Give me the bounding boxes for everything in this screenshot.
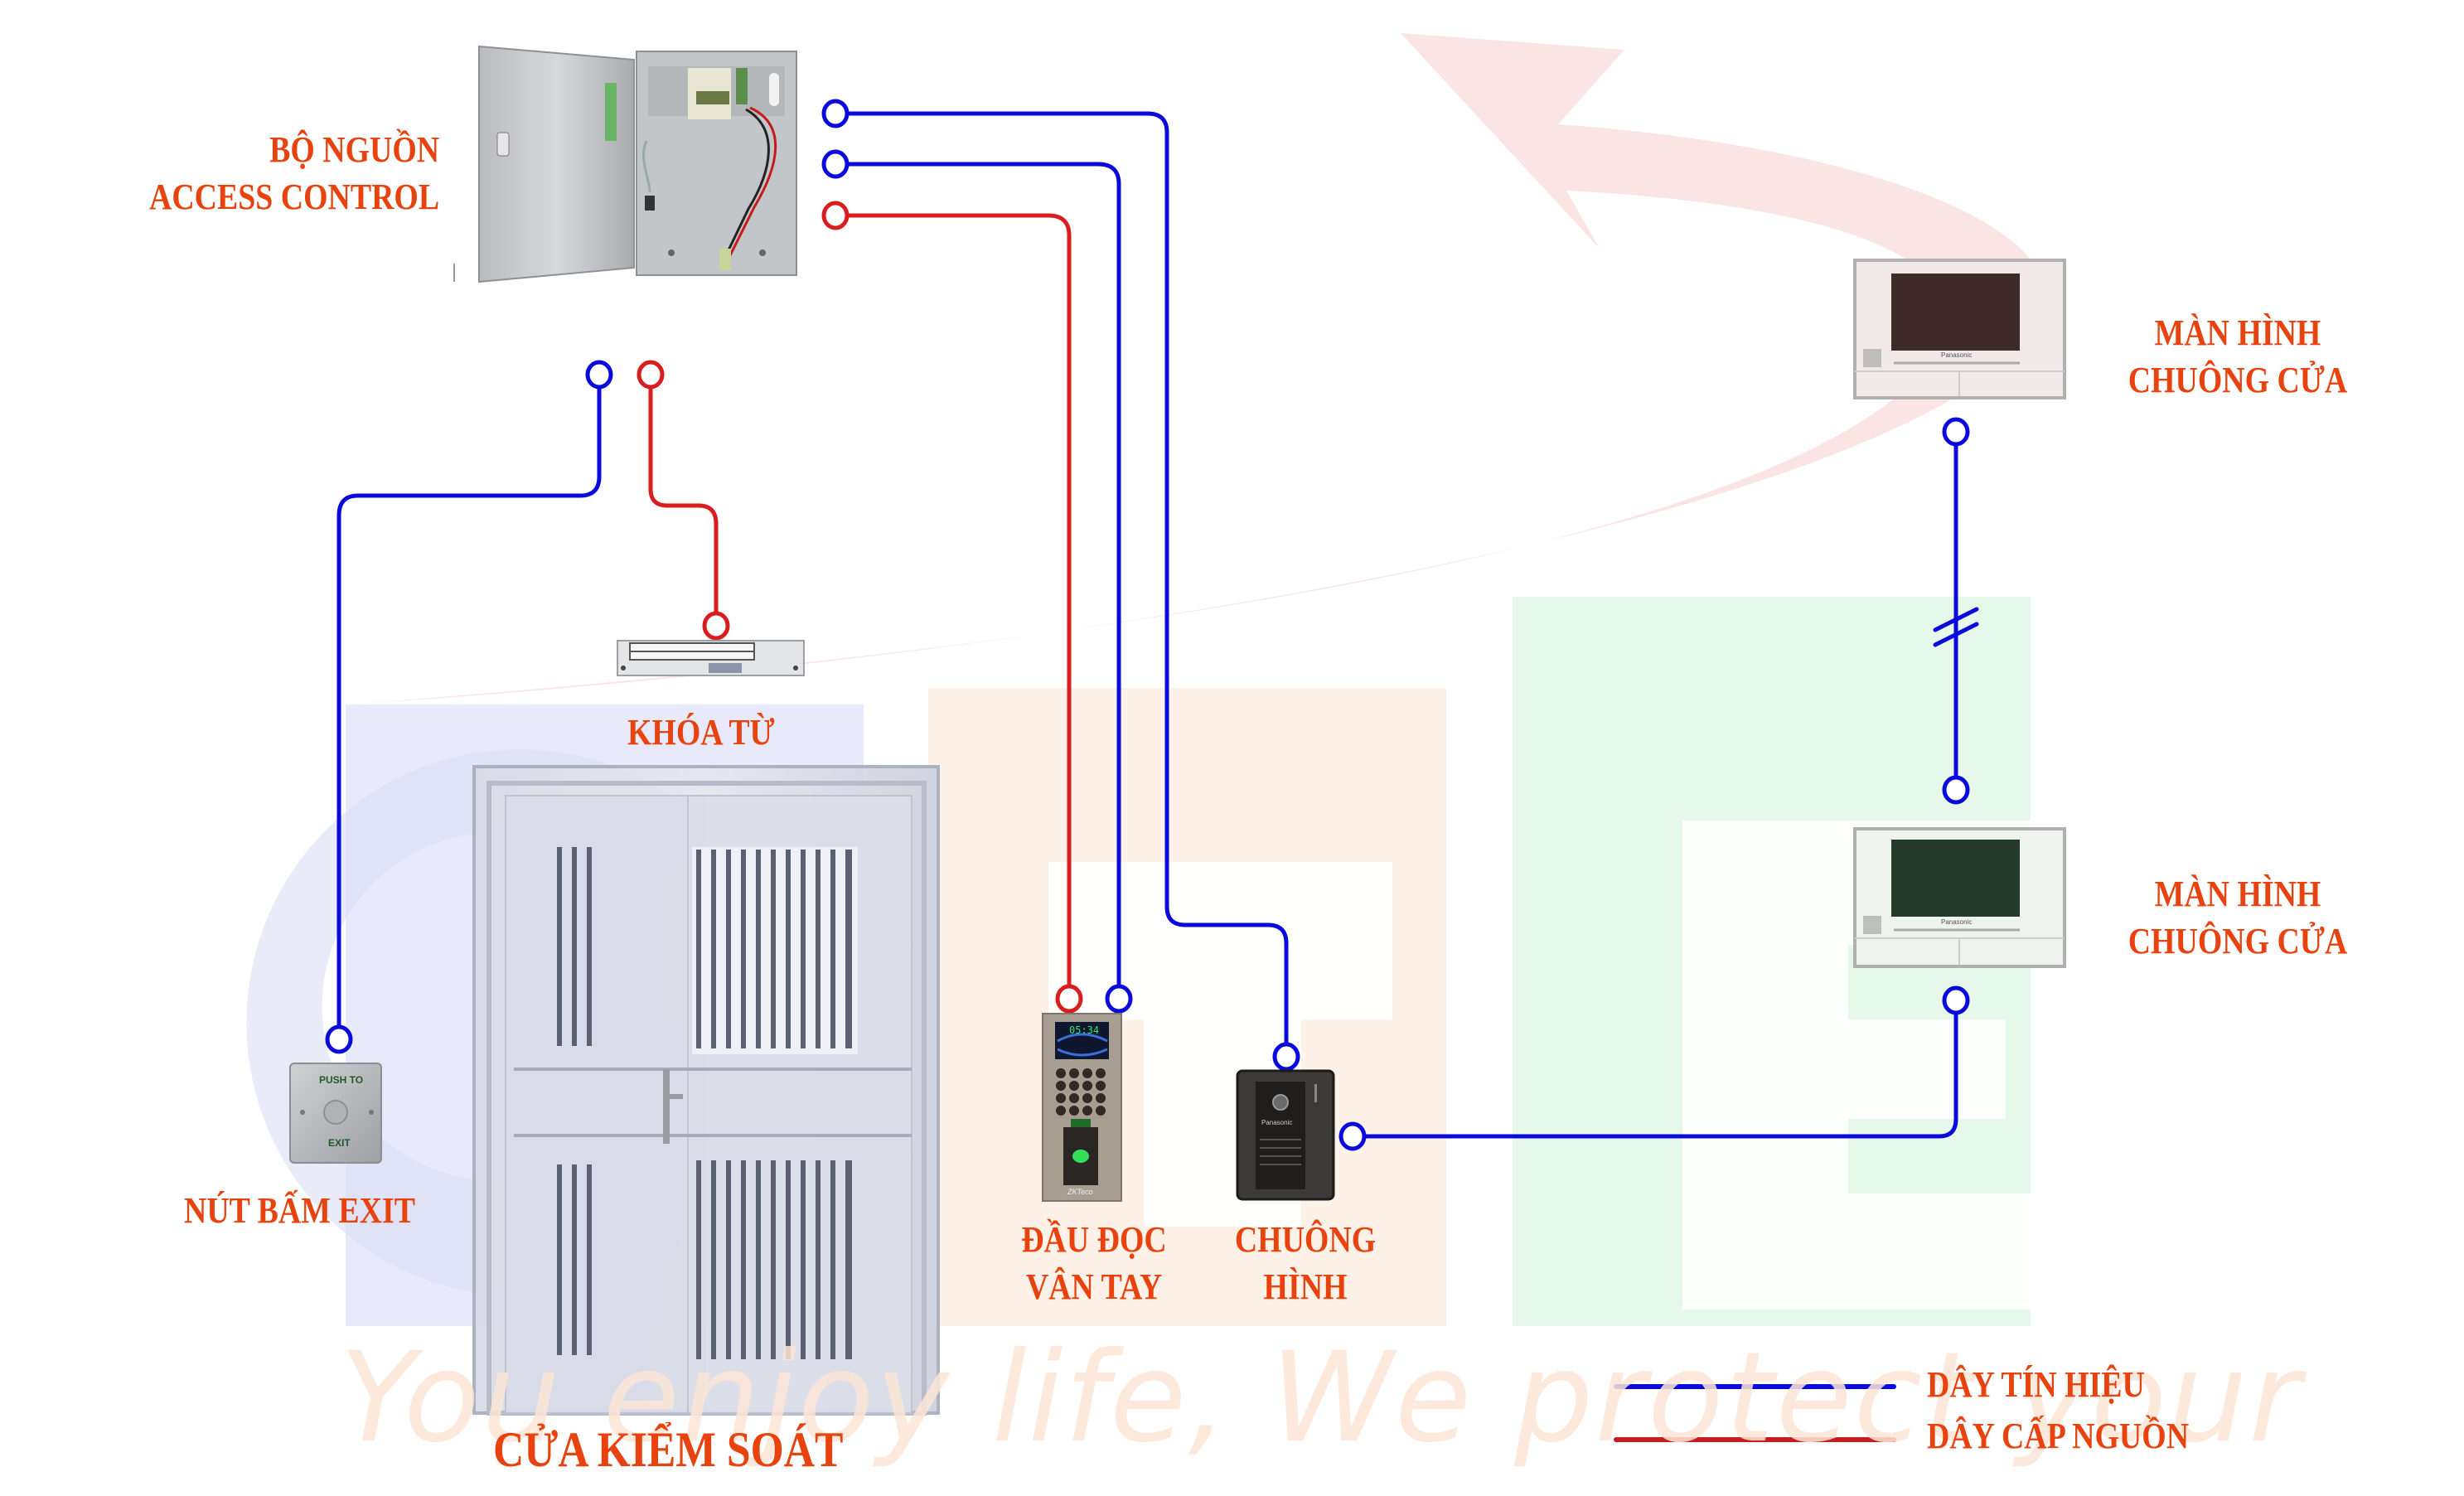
reader-brand: ZKTeco — [1067, 1188, 1093, 1196]
door-grille-top-left — [557, 847, 592, 1046]
label-exit-button: NÚT BẤM EXIT — [184, 1190, 415, 1231]
reader-screen-time: 05:34 — [1069, 1024, 1100, 1036]
terminal-ps-signal-3 — [585, 360, 613, 390]
monitor-2-brand: Panasonic — [1941, 918, 1973, 926]
terminal-ps-power-1 — [821, 201, 850, 230]
door-grille-top-right — [692, 847, 858, 1054]
label-power-supply-line1: BỘ NGUỒN — [269, 129, 439, 170]
door-grille-bottom-left — [557, 1164, 592, 1355]
door-handle — [663, 1069, 670, 1144]
door-grille-bottom-right — [696, 1160, 852, 1359]
wire-signal-ps-to-camera — [841, 111, 1289, 1045]
terminal-reader-power — [1055, 984, 1083, 1014]
label-door-camera: CHUÔNG HÌNH — [1220, 1216, 1391, 1310]
wire-signal-ps-to-exit — [336, 383, 602, 1030]
label-monitor-1-line2: CHUÔNG CỬA — [2128, 360, 2348, 401]
terminal-ps-signal-2 — [821, 149, 850, 179]
wire-signal-camera-to-monitor2 — [1363, 1010, 1958, 1139]
door — [472, 765, 940, 1416]
label-monitor-2: MÀN HÌNH CHUÔNG CỬA — [2117, 870, 2359, 965]
exit-button-device — [289, 1063, 382, 1164]
terminals — [325, 99, 1970, 1151]
terminal-monitor2-top — [1942, 775, 1970, 805]
wire-break-symbol — [1933, 607, 1979, 632]
label-monitor-2-line2: CHUÔNG CỬA — [2128, 921, 2348, 962]
terminal-lock — [702, 611, 730, 641]
label-magnetic-lock: KHÓA TỪ — [627, 712, 775, 753]
terminal-reader-signal — [1105, 984, 1133, 1014]
label-monitor-1-line1: MÀN HÌNH — [2154, 312, 2321, 353]
label-monitor-1: MÀN HÌNH CHUÔNG CỬA — [2117, 309, 2359, 404]
label-door: CỬA KIỂM SOÁT — [493, 1422, 844, 1477]
wires — [336, 111, 1979, 1139]
label-reader-line2: VÂN TAY — [1025, 1266, 1163, 1308]
terminal-monitor2-bottom — [1942, 985, 1970, 1015]
wire-break-symbol — [1933, 622, 1979, 647]
door-camera-device — [1236, 1069, 1335, 1201]
exit-plate-top-text: PUSH TO — [319, 1074, 364, 1086]
monitor-1-device — [1853, 259, 2066, 399]
exit-plate-bottom-text: EXIT — [328, 1137, 351, 1149]
wire-signal-ps-to-reader — [841, 162, 1121, 987]
terminal-ps-signal-1 — [821, 99, 850, 128]
wire-power-ps-to-reader — [841, 213, 1072, 987]
watermark-slogan: You enjoy life, We protect your — [340, 1326, 2302, 1470]
watermark-letter-t — [1048, 862, 1392, 1227]
monitor-1-brand: Panasonic — [1941, 351, 1973, 359]
terminal-monitor1 — [1942, 417, 1970, 447]
camera-brand: Panasonic — [1261, 1119, 1293, 1126]
label-fingerprint-reader: ĐẦU ĐỌC VÂN TAY — [1009, 1216, 1179, 1310]
terminal-camera-side — [1338, 1121, 1367, 1151]
terminal-ps-power-2 — [637, 360, 665, 390]
legend-label-signal: DÂY TÍN HIỆU — [1927, 1364, 2145, 1405]
power-supply-box — [453, 45, 797, 283]
magnetic-lock — [617, 640, 805, 676]
label-power-supply-line2: ACCESS CONTROL — [148, 177, 439, 218]
legend-label-power: DÂY CẤP NGUỒN — [1927, 1416, 2190, 1456]
label-monitor-2-line1: MÀN HÌNH — [2154, 874, 2321, 914]
terminal-camera-top — [1272, 1042, 1300, 1072]
label-power-supply: BỘ NGUỒN ACCESS CONTROL — [149, 126, 439, 220]
wire-power-ps-to-lock — [648, 383, 719, 616]
terminal-exit — [325, 1024, 353, 1054]
label-reader-line1: ĐẦU ĐỌC — [1021, 1219, 1167, 1260]
fingerprint-reader-device — [1042, 1013, 1122, 1202]
label-camera-line2: HÌNH — [1263, 1266, 1348, 1308]
monitor-2-device — [1853, 827, 2066, 968]
label-camera-line1: CHUÔNG — [1234, 1219, 1377, 1260]
